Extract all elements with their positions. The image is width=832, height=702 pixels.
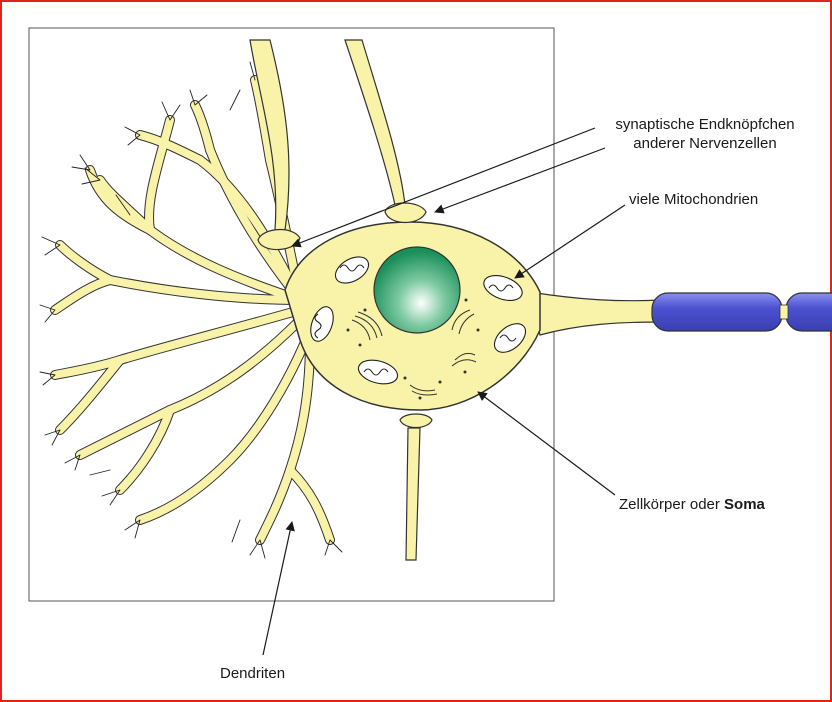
mitochondria (310, 256, 527, 385)
dendrites (39, 61, 343, 559)
synaptic-terminals (249, 39, 433, 561)
axon-node (779, 304, 789, 320)
label-soma-prefix: Zellkörper oder (619, 496, 725, 513)
ribosomes (346, 298, 480, 400)
arrow-soma (477, 391, 616, 496)
arrow-dendrites (262, 521, 295, 656)
myelin-sheath-1 (651, 292, 783, 332)
myelin-sheath-2 (785, 292, 832, 332)
nucleus (373, 246, 461, 334)
golgi-apparatus (351, 309, 477, 396)
arrow-synaptic-1 (291, 127, 596, 248)
label-soma: Zellkörper oder Soma (619, 496, 765, 513)
pointer-arrows (262, 127, 626, 656)
label-soma-bold: Soma (724, 496, 765, 513)
label-mitochondria: viele Mitochondrien (629, 191, 759, 208)
axon (529, 291, 661, 336)
arrow-synaptic-2 (434, 147, 606, 214)
label-synaptic-terminals: synaptische Endknöpfchen anderer Nervenz… (595, 116, 815, 152)
label-synaptic-line1: synaptische Endknöpfchen (615, 116, 795, 133)
label-dendrites: Dendriten (220, 665, 286, 682)
arrow-mitochondria (514, 204, 626, 279)
label-synaptic-line2: anderer Nervenzellen (633, 135, 777, 152)
